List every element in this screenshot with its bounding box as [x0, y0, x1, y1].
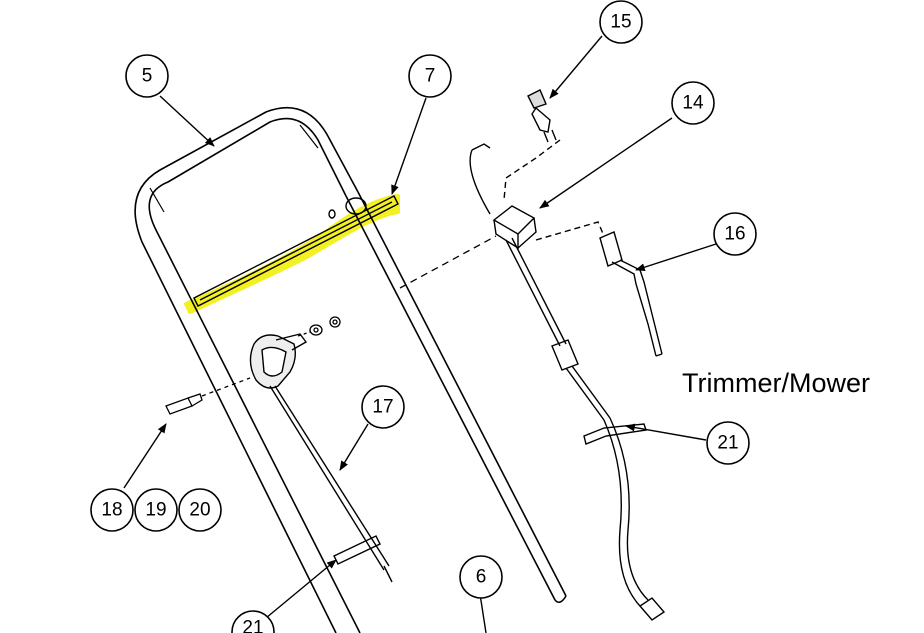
callout-16: 16 — [713, 212, 757, 256]
leader-lines — [123, 35, 717, 633]
control-lever — [249, 333, 393, 583]
svg-text:16: 16 — [724, 224, 745, 245]
svg-text:6: 6 — [476, 567, 487, 588]
highlight-marker — [184, 194, 400, 314]
bolt — [165, 377, 251, 415]
svg-text:21: 21 — [242, 618, 263, 633]
svg-text:5: 5 — [142, 66, 153, 87]
callout-5: 5 — [125, 54, 169, 98]
callout-21-bottom: 21 — [231, 610, 275, 633]
svg-text:20: 20 — [189, 500, 210, 521]
svg-text:7: 7 — [425, 66, 436, 87]
callout-21-right: 21 — [706, 421, 750, 465]
diagram-caption: Trimmer/Mower — [682, 368, 870, 398]
svg-text:15: 15 — [610, 12, 631, 33]
washer-nut — [297, 316, 341, 337]
svg-text:19: 19 — [145, 500, 166, 521]
switch-key — [503, 89, 561, 201]
svg-text:21: 21 — [717, 433, 738, 454]
callout-14: 14 — [671, 81, 715, 125]
callout-17: 17 — [361, 385, 405, 429]
svg-text:17: 17 — [372, 397, 393, 418]
svg-text:14: 14 — [682, 93, 704, 114]
callout-6: 6 — [459, 555, 503, 599]
callout-15: 15 — [599, 0, 643, 44]
harness-connector — [535, 221, 663, 357]
callout-19: 19 — [134, 488, 178, 532]
callout-18: 18 — [90, 488, 134, 532]
assembly-line — [399, 235, 497, 289]
upper-handle — [134, 107, 567, 633]
callout-20: 20 — [178, 488, 222, 532]
switch-box — [469, 143, 666, 621]
crossbar — [193, 195, 399, 307]
svg-text:18: 18 — [101, 500, 122, 521]
callout-7: 7 — [408, 54, 452, 98]
